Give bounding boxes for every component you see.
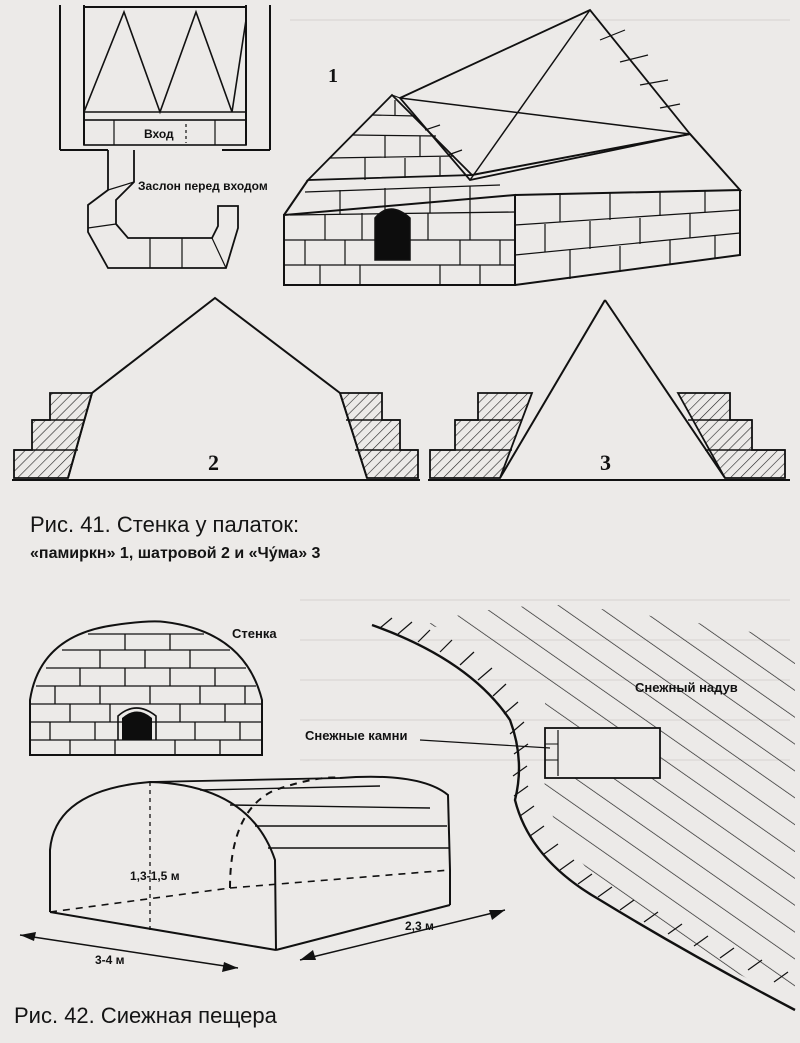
snow-drift-diagram xyxy=(371,605,796,1012)
figure-41-subcaption: «памиркн» 1, шатровой 2 и «Чу́ма» 3 xyxy=(30,545,321,562)
width-arrow-left xyxy=(20,932,36,941)
brick-wall-3d-diagram xyxy=(283,8,743,286)
snow-cave-diagram xyxy=(19,775,506,969)
width-label: 3-4 м xyxy=(95,953,125,967)
length-arrow-left xyxy=(300,950,316,960)
tent-cross-section-3 xyxy=(428,299,790,481)
height-label: 1,3-1,5 м xyxy=(130,869,180,883)
wall-doorway xyxy=(122,711,152,740)
snow-drift-label: Снежный надув xyxy=(635,680,738,695)
figure-42-caption: Рис. 42. Сиежная пещера xyxy=(14,1003,277,1028)
length-label: 2,3 м xyxy=(405,919,434,933)
figure-label-3: 3 xyxy=(600,450,611,475)
figure-label-1: 1 xyxy=(328,65,338,87)
snow-stones-label: Снежные камни xyxy=(305,728,408,743)
doorway xyxy=(374,208,411,261)
figure-41-caption: Рис. 41. Стенка у палаток: xyxy=(30,512,300,537)
shield-label: Заслон перед входом xyxy=(138,179,268,193)
length-arrow-right xyxy=(489,910,505,920)
tent-cross-section-2 xyxy=(12,296,420,481)
wall-label: Стенка xyxy=(232,626,277,641)
figure-label-2: 2 xyxy=(208,450,219,475)
width-arrow-right xyxy=(222,962,238,972)
entrance-label: Вход xyxy=(144,127,174,141)
snow-wall-diagram xyxy=(29,620,263,756)
plan-view-diagram xyxy=(59,5,271,269)
